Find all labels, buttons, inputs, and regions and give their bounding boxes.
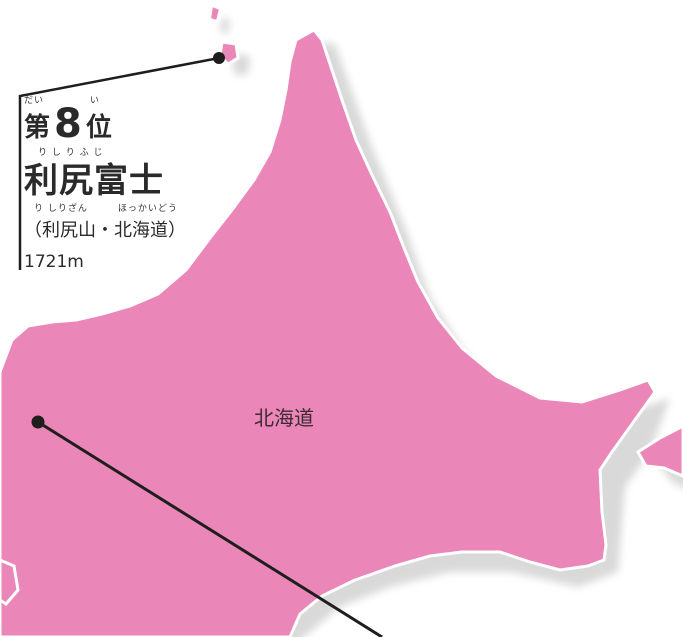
peak-label-block: だい い 第 8 位 り し り ふ じ 利尻富士 り しりざん ほっかいどう … bbox=[24, 96, 186, 272]
peak-location: （利尻山・北海道） bbox=[24, 220, 186, 241]
rank-prefix: 第 bbox=[24, 113, 51, 143]
rank-suffix: 位 bbox=[85, 113, 112, 143]
rank-number: 8 bbox=[54, 101, 82, 147]
rank-ruby: だい い bbox=[24, 96, 186, 106]
rishiri-marker bbox=[213, 52, 225, 64]
small-island bbox=[0, 558, 20, 606]
rank-line: 第 8 位 bbox=[24, 101, 186, 147]
rank-ruby-pre: だい bbox=[24, 96, 45, 106]
kunashiri-island bbox=[635, 424, 683, 478]
leader-line-rishiri bbox=[18, 56, 220, 270]
west-marker bbox=[31, 415, 45, 429]
hokkaido-landmass bbox=[0, 28, 657, 637]
name-ruby: り し り ふ じ bbox=[38, 148, 104, 158]
rebun-island bbox=[208, 4, 222, 23]
rank-ruby-post: い bbox=[89, 96, 100, 106]
peak-elevation: 1721m bbox=[24, 252, 84, 272]
location-ruby: り しりざん ほっかいどう bbox=[34, 204, 178, 214]
peak-name: 利尻富士 bbox=[24, 161, 164, 201]
region-label-hokkaido: 北海道 bbox=[254, 406, 314, 430]
leader-line-west bbox=[37, 420, 383, 637]
